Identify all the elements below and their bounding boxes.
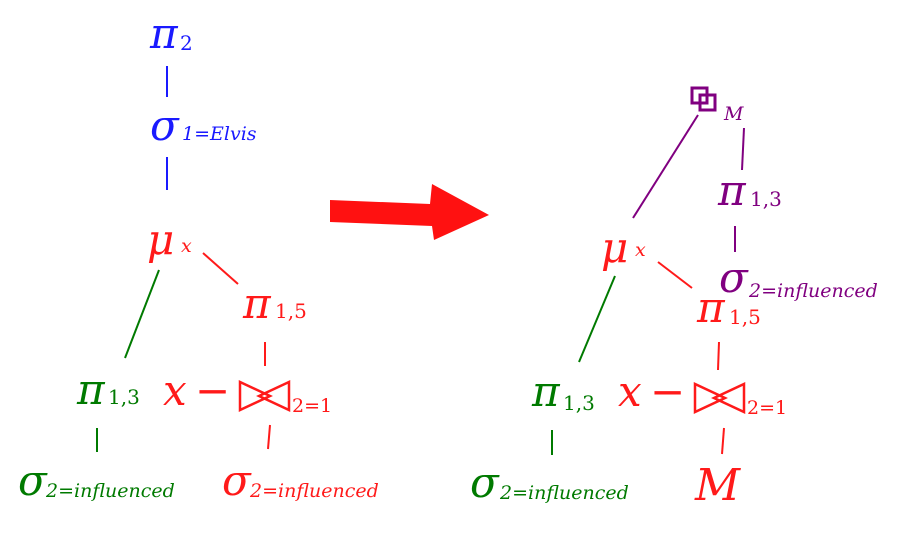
- pi-subscript: 1,3: [563, 391, 595, 415]
- node-sigma-influenced-purple: σ 2=influenced: [719, 253, 878, 302]
- pi-symbol: π: [696, 283, 726, 332]
- edge-mu-pi-right: [202, 252, 239, 285]
- node-mu-x: μ x: [147, 215, 192, 264]
- node-sigma-influenced-green: σ 2=influenced: [18, 456, 175, 505]
- mu-subscript: x: [181, 235, 192, 257]
- pi-symbol: π: [242, 279, 272, 328]
- pi-symbol: π: [76, 365, 106, 414]
- pi-subscript: 1,3: [750, 187, 782, 211]
- node-union-m: M: [690, 86, 744, 125]
- pi-symbol: π: [531, 367, 561, 416]
- pi-subscript: 2: [180, 31, 193, 55]
- edge-union-mu: [632, 114, 699, 219]
- bowtie-join-icon: [238, 380, 291, 412]
- edge-mu-pi-green: [578, 275, 616, 363]
- edge-union-pi: [741, 127, 745, 171]
- dash: −: [650, 367, 685, 416]
- mu-subscript: x: [635, 239, 646, 261]
- m-leaf-label: M: [694, 460, 741, 511]
- node-x-join: x − 2=1: [163, 366, 332, 417]
- sigma-subscript: 2=influenced: [499, 482, 629, 504]
- edge-pi-join-right: [717, 341, 720, 371]
- union-subscript: M: [723, 103, 744, 125]
- pi-subscript: 1,5: [275, 299, 307, 323]
- mu-symbol: μ: [601, 223, 628, 272]
- sigma-subscript: 2=influenced: [45, 480, 175, 502]
- pi-symbol: π: [717, 166, 747, 215]
- node-pi-13-green: π 1,3: [76, 365, 140, 414]
- sigma-symbol: σ: [18, 456, 48, 505]
- left-tree: π 2 σ 1=Elvis μ x π 1,5 π 1,3 x − 2=1 σ …: [18, 9, 379, 505]
- union-icon: [690, 86, 717, 112]
- node-pi-2: π 2: [149, 9, 193, 58]
- sigma-symbol: σ: [719, 253, 749, 302]
- pi-subscript: 1,3: [108, 385, 140, 409]
- sigma-symbol: σ: [222, 456, 252, 505]
- node-pi-13-purple: π 1,3: [717, 166, 782, 215]
- node-pi-15-right: π 1,5: [696, 283, 761, 332]
- node-pi-15: π 1,5: [242, 279, 307, 328]
- join-subscript: 2=1: [292, 395, 332, 417]
- node-sigma-elvis: σ 1=Elvis: [150, 101, 257, 150]
- transformation-arrow: [330, 184, 489, 240]
- sigma-subscript: 2=influenced: [249, 480, 379, 502]
- node-mu-x-right: μ x: [601, 223, 646, 272]
- node-x-join-right: x − 2=1: [618, 367, 787, 419]
- edge-mu-pi-red: [657, 261, 693, 289]
- sigma-subscript: 2=influenced: [748, 280, 878, 302]
- pi-subscript: 1,5: [729, 305, 761, 329]
- sigma-symbol: σ: [150, 101, 180, 150]
- x-variable: x: [163, 366, 187, 415]
- sigma-subscript: 1=Elvis: [182, 123, 257, 145]
- node-m-leaf: M: [694, 460, 741, 511]
- right-tree: M π 1,3 σ 2=influenced μ x π 1,5 π 1,3 x…: [470, 86, 878, 511]
- node-sigma-influenced-green-right: σ 2=influenced: [470, 458, 629, 507]
- bowtie-join-icon: [693, 382, 746, 414]
- edge-mu-pi-left: [124, 269, 160, 359]
- node-sigma-influenced-red: σ 2=influenced: [222, 456, 379, 505]
- sigma-symbol: σ: [470, 458, 500, 507]
- x-variable: x: [618, 367, 642, 416]
- pi-symbol: π: [149, 9, 179, 58]
- edge-join-m: [721, 427, 725, 455]
- dash: −: [195, 366, 230, 415]
- edge-join-sigma-right: [267, 424, 271, 450]
- node-pi-13-green-right: π 1,3: [531, 367, 595, 416]
- join-subscript: 2=1: [747, 397, 787, 419]
- mu-symbol: μ: [147, 215, 174, 264]
- arrow-shape: [330, 184, 489, 240]
